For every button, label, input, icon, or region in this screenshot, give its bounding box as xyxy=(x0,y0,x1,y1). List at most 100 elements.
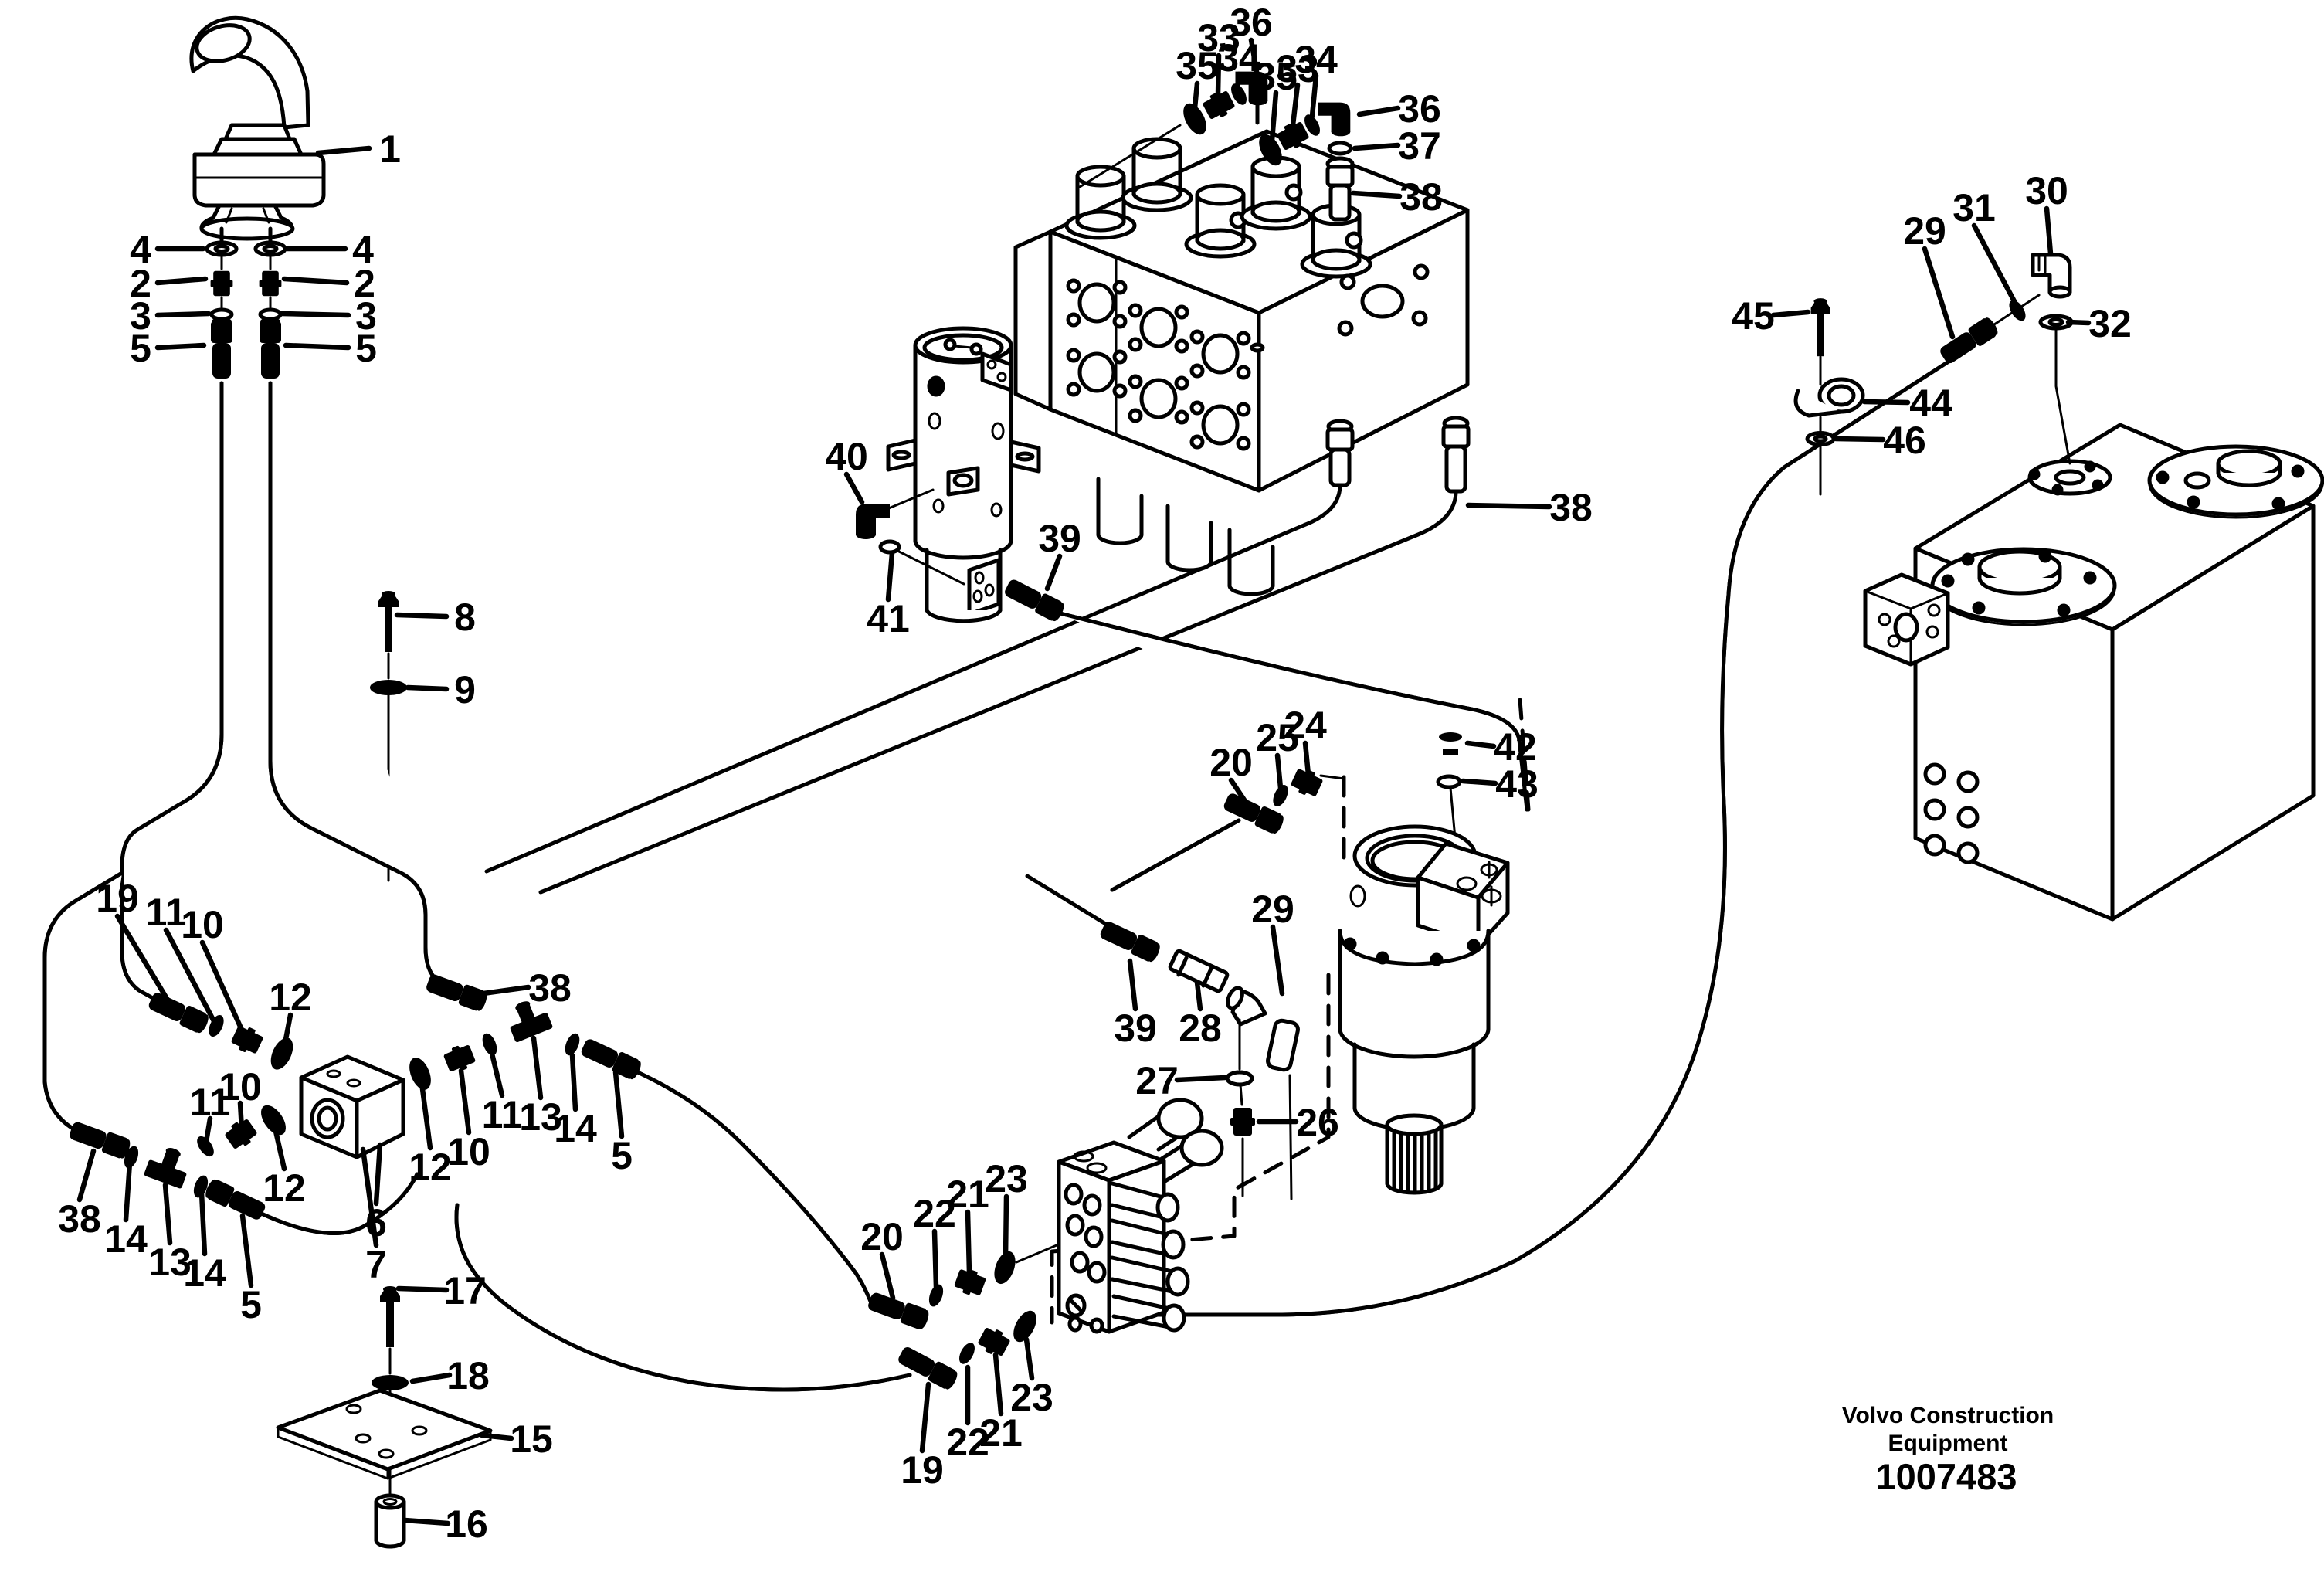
callout-5: 5 xyxy=(240,1283,262,1326)
callout-14: 14 xyxy=(554,1107,597,1150)
callout-38: 38 xyxy=(1549,486,1593,529)
callout-46: 46 xyxy=(1883,419,1926,462)
leader-line-10 xyxy=(199,939,248,1040)
leader-line-12 xyxy=(281,1012,293,1051)
callout-3: 3 xyxy=(355,294,377,338)
leader-line-11 xyxy=(489,1051,505,1098)
pilot-valve-block xyxy=(1013,71,1471,596)
callout-39: 39 xyxy=(1038,517,1081,560)
leader-line-27 xyxy=(1174,1075,1228,1083)
mounting-plate-group xyxy=(276,1286,493,1549)
leader-line-39 xyxy=(1127,958,1138,1012)
leader-line-43 xyxy=(1460,778,1498,786)
callout-2: 2 xyxy=(130,262,151,305)
leader-line-33 xyxy=(1215,53,1222,97)
leader-line-32 xyxy=(2065,319,2092,326)
brand-line1: Volvo Construction xyxy=(1842,1403,2054,1428)
leader-line-17 xyxy=(395,1285,450,1293)
callout-38: 38 xyxy=(1399,175,1443,219)
callout-14: 14 xyxy=(183,1251,226,1295)
leader-line-16 xyxy=(402,1517,451,1526)
leader-line-10 xyxy=(458,1068,472,1136)
leader-line-7 xyxy=(360,1146,379,1248)
leader-line-31 xyxy=(1971,222,2017,304)
leader-line-6 xyxy=(373,1142,383,1207)
callout-39: 39 xyxy=(1114,1007,1157,1050)
callout-19: 19 xyxy=(901,1448,944,1492)
callout-3: 3 xyxy=(130,294,151,338)
leader-line-21 xyxy=(992,1352,1004,1417)
callout-22: 22 xyxy=(913,1192,956,1235)
pilot-fitting-chain xyxy=(1078,71,1355,222)
callout-13: 13 xyxy=(148,1241,192,1284)
bottom-cans xyxy=(1096,477,1275,596)
callout-15: 15 xyxy=(510,1418,553,1461)
leader-line-19 xyxy=(114,913,171,1004)
callout-45: 45 xyxy=(1732,294,1775,338)
callout-32: 32 xyxy=(2088,302,2132,345)
hose-routing xyxy=(42,102,1970,1392)
leader-line-9 xyxy=(405,684,450,692)
callout-2: 2 xyxy=(354,262,375,305)
leader-line-22 xyxy=(931,1228,939,1290)
solenoid-cans xyxy=(1064,137,1372,279)
leader-line-14 xyxy=(123,1159,133,1223)
callout-1: 1 xyxy=(379,127,401,171)
under-block-fittings xyxy=(1325,416,1471,494)
callout-36: 36 xyxy=(1398,87,1441,131)
leader-line-37 xyxy=(1352,142,1401,151)
leader-line-46 xyxy=(1833,436,1886,443)
leader-line-19 xyxy=(919,1381,931,1454)
callout-35: 35 xyxy=(1176,44,1219,87)
callout-29: 29 xyxy=(1251,888,1294,931)
swivel-joint xyxy=(856,326,1067,624)
shuttle-block-group xyxy=(67,971,644,1223)
motor-fittings xyxy=(1098,765,1345,1200)
callout-10: 10 xyxy=(447,1130,490,1173)
leader-line-21 xyxy=(965,1209,972,1276)
callout-11: 11 xyxy=(146,891,187,934)
callout-40: 40 xyxy=(825,435,868,478)
leader-line-34 xyxy=(1234,71,1242,91)
callout-22: 22 xyxy=(946,1421,989,1464)
leader-line-5 xyxy=(239,1213,254,1288)
leader-line-28 xyxy=(1194,980,1203,1012)
callout-10: 10 xyxy=(181,903,224,946)
leader-line-41 xyxy=(885,550,895,603)
leader-line-20 xyxy=(1228,777,1253,811)
leader-line-38 xyxy=(480,984,531,997)
callout-5: 5 xyxy=(130,327,151,370)
callout-16: 16 xyxy=(445,1502,488,1546)
callout-33: 33 xyxy=(1197,16,1240,59)
callout-36: 36 xyxy=(1230,1,1273,44)
callout-33: 33 xyxy=(1276,47,1319,90)
callout-12: 12 xyxy=(263,1166,306,1210)
callout-14: 14 xyxy=(104,1217,148,1261)
callout-5: 5 xyxy=(611,1134,633,1177)
leader-line-14 xyxy=(198,1190,208,1257)
callout-4: 4 xyxy=(130,228,151,271)
leader-line-24 xyxy=(1302,740,1311,778)
leader-line-5 xyxy=(154,342,207,351)
leader-line-15 xyxy=(479,1432,514,1441)
callout-27: 27 xyxy=(1135,1059,1179,1102)
callout-41: 41 xyxy=(867,597,910,640)
leader-line-40 xyxy=(843,471,865,505)
leader-line-42 xyxy=(1464,740,1497,749)
leader-line-10 xyxy=(237,1100,245,1132)
leader-line-2 xyxy=(281,276,350,286)
callout-21: 21 xyxy=(946,1173,989,1216)
leader-line-1 xyxy=(315,145,372,156)
leader-line-38 xyxy=(1350,190,1403,199)
callout-24: 24 xyxy=(1284,704,1327,747)
fitting-column-right xyxy=(253,240,287,379)
leader-line-20 xyxy=(879,1251,896,1301)
leader-line-13 xyxy=(531,1035,544,1101)
callout-25: 25 xyxy=(1256,716,1299,759)
callout-12: 12 xyxy=(269,976,312,1019)
leader-line-23 xyxy=(1023,1336,1035,1381)
swing-motor xyxy=(1338,732,1510,1195)
leader-line-12 xyxy=(419,1080,433,1151)
